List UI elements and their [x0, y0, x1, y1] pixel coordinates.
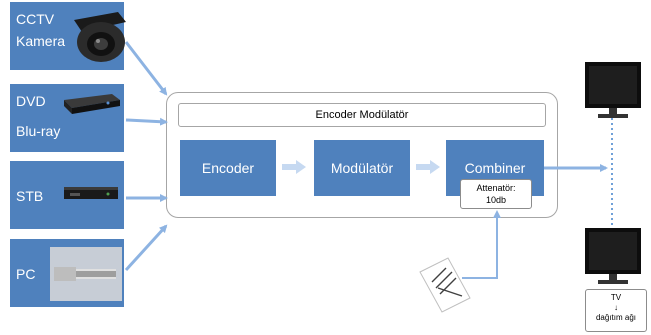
attenuator-box: Attenatör: 10db: [460, 179, 532, 209]
source-cctv: CCTV Kamera: [10, 2, 126, 70]
source-pc-line1: PC: [16, 266, 36, 282]
combiner-label: Combiner: [464, 160, 526, 176]
set-top-box-icon: [64, 187, 118, 199]
source-stb-line1: STB: [16, 188, 44, 204]
arrow-antenna-to-attenuator: [462, 210, 501, 279]
source-cctv-line1: CCTV: [16, 11, 55, 27]
tv-bottom-icon: [585, 228, 641, 284]
cable-connector-icon: [50, 247, 122, 301]
source-dvd: DVD Blu-ray: [10, 84, 124, 152]
encoder-label: Encoder: [201, 160, 255, 176]
arrow-modulator-to-combiner: [416, 160, 440, 174]
antenna-icon: [419, 257, 471, 313]
source-dvd-line1: DVD: [16, 93, 46, 109]
arrow-pc: [124, 224, 168, 272]
modulator-label: Modülatör: [330, 160, 394, 176]
system-title: Encoder Modülatör: [178, 103, 546, 127]
source-stb: STB: [10, 161, 124, 229]
modulator-block: Modülatör: [314, 140, 410, 196]
dome-camera-icon: [74, 12, 126, 62]
arrow-cctv: [124, 41, 168, 96]
source-dvd-line2: Blu-ray: [16, 123, 61, 139]
arrow-encoder-to-modulator: [282, 160, 306, 174]
source-pc: PC: [10, 239, 124, 307]
arrow-dvd: [125, 117, 168, 126]
attenuator-value: 10db: [485, 195, 507, 205]
tv-note-line1: TV: [610, 293, 622, 302]
tv-top-icon: [585, 62, 641, 118]
tv-distribution-note: TV ↓ dağıtım ağı: [585, 289, 647, 332]
disc-player-icon: [64, 94, 120, 114]
tv-note-arrow: ↓: [614, 303, 618, 312]
attenuator-label: Attenatör:: [476, 183, 516, 193]
encoder-block: Encoder: [180, 140, 276, 196]
source-cctv-line2: Kamera: [16, 33, 66, 49]
tv-note-line2: dağıtım ağı: [595, 313, 637, 322]
